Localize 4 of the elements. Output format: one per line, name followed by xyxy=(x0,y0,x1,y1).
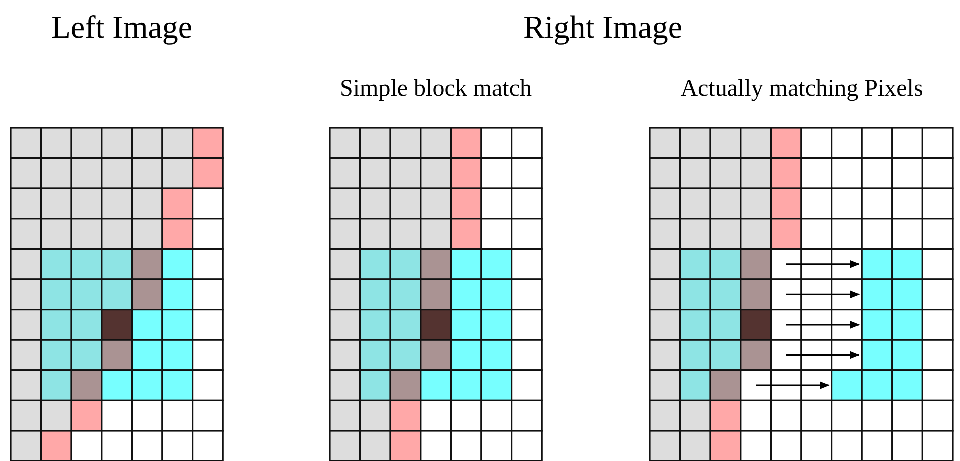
panel-title: Right Image xyxy=(523,11,683,43)
panel-title: Left Image xyxy=(51,11,193,43)
panel-subtitle: Actually matching Pixels xyxy=(680,77,924,101)
panel-subtitle: Simple block match xyxy=(340,77,532,101)
